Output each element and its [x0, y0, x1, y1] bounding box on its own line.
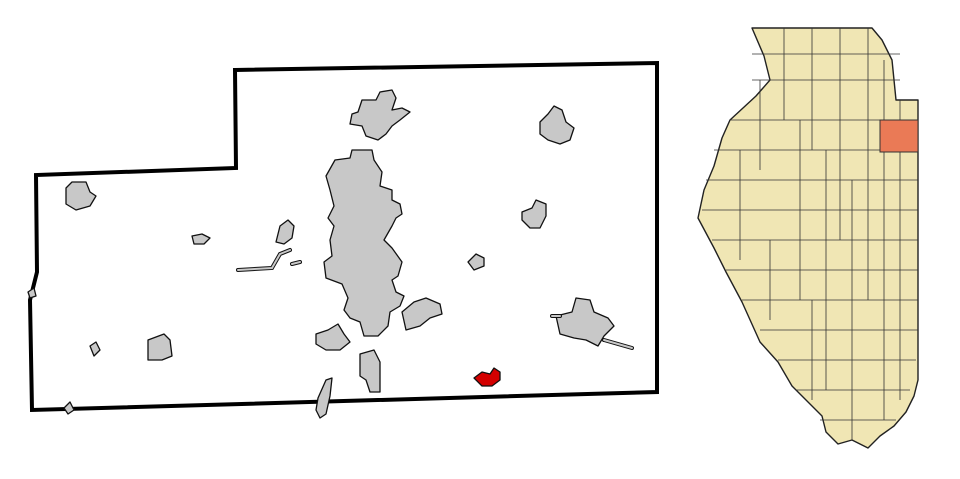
- place-small-east: [467, 253, 485, 271]
- place-southeast-town-a: [401, 297, 443, 331]
- place-highlighted: [473, 367, 501, 387]
- state-locator-map: [697, 27, 919, 449]
- place-south-tail: [315, 377, 333, 419]
- place-tiny-b: [63, 401, 75, 415]
- place-linear-strips: [236, 248, 634, 350]
- place-main-city: [323, 149, 405, 337]
- state-outline: [697, 27, 919, 449]
- place-west-town: [65, 181, 97, 211]
- place-southwest-town: [315, 323, 351, 351]
- place-tiny-c: [27, 287, 37, 299]
- county-map: [27, 60, 659, 419]
- highlighted-county: [879, 119, 919, 153]
- place-southwest-square: [147, 333, 173, 361]
- place-central-west-a: [191, 233, 211, 245]
- place-south-strip: [359, 349, 381, 393]
- place-central-west-b: [275, 219, 295, 245]
- place-southeast-town-b: [555, 297, 615, 347]
- place-tiny-a: [89, 341, 101, 357]
- place-north-city: [349, 89, 411, 141]
- state-county-lines: [702, 28, 918, 440]
- place-east-town: [521, 199, 547, 229]
- place-northeast-town: [539, 105, 575, 145]
